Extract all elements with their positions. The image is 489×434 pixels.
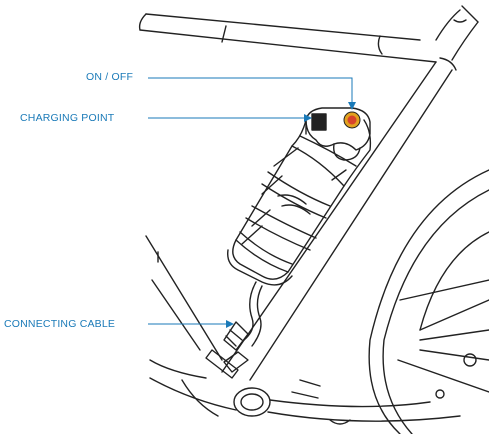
leader-lines bbox=[148, 77, 353, 325]
bottle-cap bbox=[305, 107, 371, 161]
bottom-bracket bbox=[149, 349, 271, 417]
connecting-cable bbox=[223, 281, 263, 351]
down-tube bbox=[221, 57, 457, 381]
head-tube bbox=[435, 5, 479, 61]
top-tube bbox=[138, 13, 437, 63]
connecting-cable-label: CONNECTING CABLE bbox=[4, 318, 116, 330]
power-button-icon bbox=[343, 111, 361, 129]
battery-bottle bbox=[227, 119, 372, 286]
leader-arrowheads bbox=[226, 102, 356, 328]
on-off-leader bbox=[148, 77, 353, 108]
rear-wheel bbox=[267, 169, 489, 434]
seat-tube bbox=[145, 235, 223, 361]
on-off-label: ON / OFF bbox=[86, 71, 134, 83]
charging-point-label: CHARGING POINT bbox=[20, 112, 115, 124]
